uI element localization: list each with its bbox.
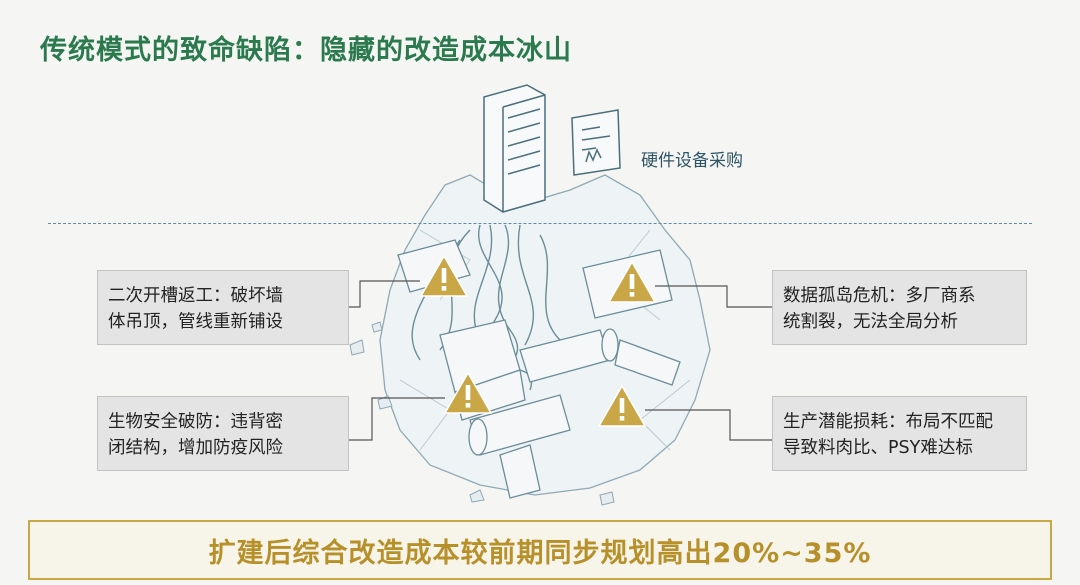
warning-icon bbox=[597, 384, 647, 427]
warning-icon bbox=[607, 260, 657, 303]
pipes bbox=[468, 328, 681, 499]
callout-data-silo: 数据孤岛危机：多厂商系 统割裂，无法全局分析 bbox=[772, 270, 1027, 345]
cost-summary-banner: 扩建后综合改造成本较前期同步规划高出20%~35% bbox=[28, 520, 1052, 580]
page-title: 传统模式的致命缺陷：隐藏的改造成本冰山 bbox=[40, 35, 572, 66]
callout-line: 数据孤岛危机：多厂商系 bbox=[783, 286, 976, 306]
callout-rework: 二次开槽返工：破坏墙 体吊顶，管线重新铺设 bbox=[97, 270, 349, 345]
callout-productivity-loss: 生产潜能损耗：布局不匹配 导致料肉比、PSY难达标 bbox=[772, 396, 1027, 471]
warning-icon bbox=[419, 254, 469, 297]
callout-connectors bbox=[349, 280, 772, 441]
waterline-divider bbox=[48, 223, 1032, 224]
warning-icon bbox=[443, 371, 493, 414]
callout-line: 二次开槽返工：破坏墙 bbox=[108, 286, 283, 306]
callout-line: 生物安全破防：违背密 bbox=[108, 412, 283, 432]
callout-line: 生产潜能损耗：布局不匹配 bbox=[783, 412, 993, 432]
callout-biosecurity: 生物安全破防：违背密 闭结构，增加防疫风险 bbox=[97, 396, 349, 471]
server-rack-icon bbox=[483, 84, 546, 213]
callout-line: 体吊顶，管线重新铺设 bbox=[108, 312, 283, 332]
callout-line: 导致料肉比、PSY难达标 bbox=[783, 438, 973, 458]
callout-line: 统割裂，无法全局分析 bbox=[783, 312, 958, 332]
monitor-icon bbox=[571, 109, 621, 176]
rubble bbox=[349, 321, 615, 506]
hardware-label: 硬件设备采购 bbox=[641, 151, 743, 171]
callout-line: 闭结构，增加防疫风险 bbox=[108, 438, 283, 458]
